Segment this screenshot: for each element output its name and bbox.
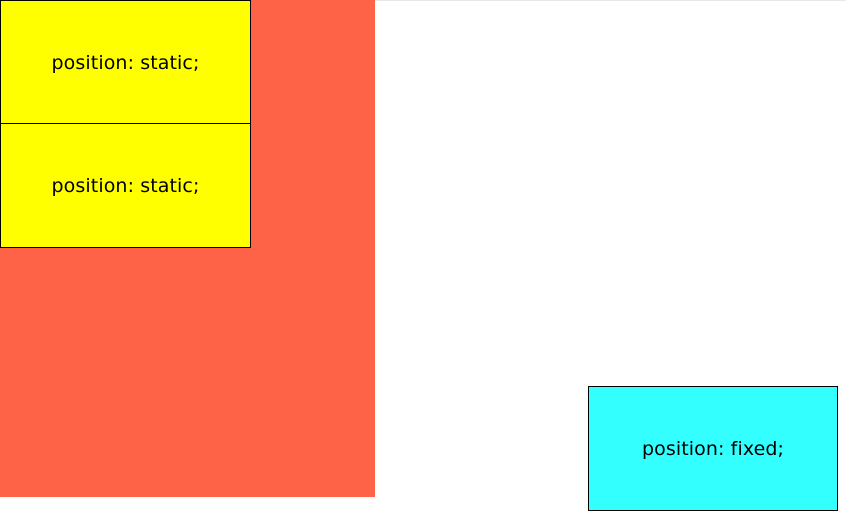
top-edge-divider <box>0 0 846 1</box>
red-container: position: static; position: static; <box>0 0 375 497</box>
static-box-2: position: static; <box>0 123 251 248</box>
static-box-1: position: static; <box>0 0 251 125</box>
static-box-2-label: position: static; <box>51 174 200 197</box>
static-box-1-label: position: static; <box>51 51 200 74</box>
fixed-box: position: fixed; <box>588 386 838 511</box>
fixed-box-label: position: fixed; <box>641 437 785 460</box>
